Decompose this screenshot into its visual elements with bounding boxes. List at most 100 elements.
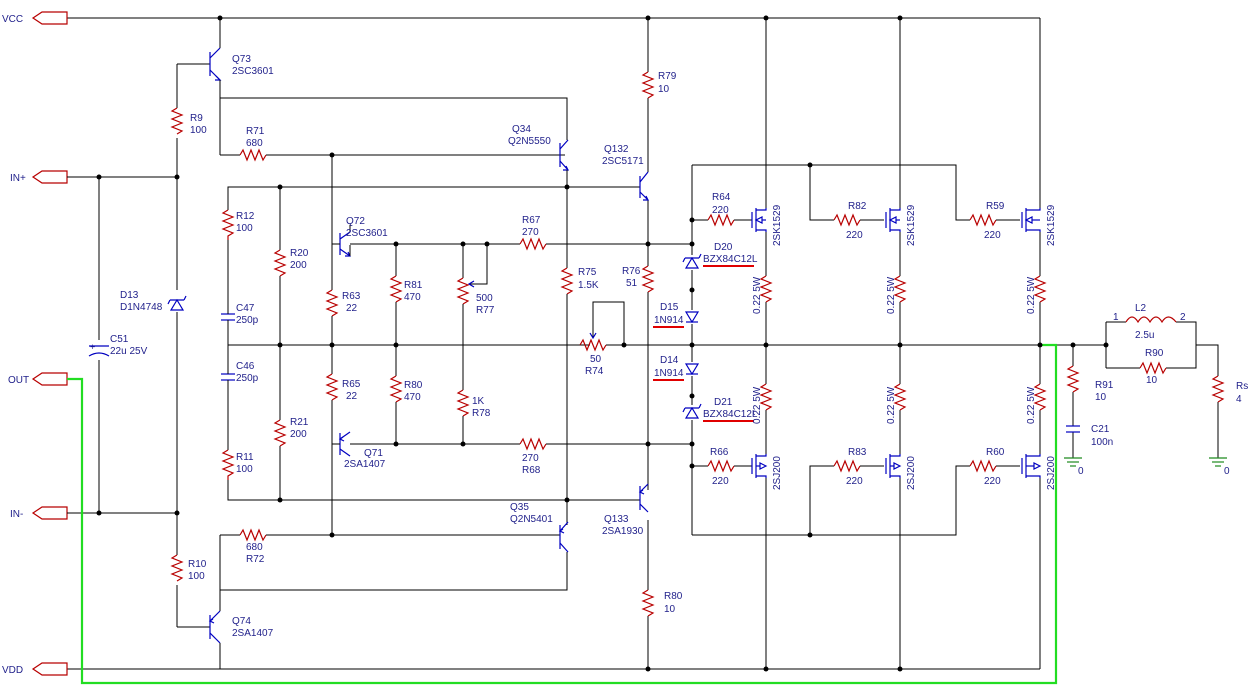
input-wires — [67, 63, 210, 628]
source-resistor-bottom-2: 0.22 5W — [886, 383, 907, 424]
resistor-r90: R90 10 — [1139, 348, 1167, 386]
capacitor-c46: C46 250p — [221, 361, 259, 385]
zener-d21: D21 BZX84C12L — [682, 397, 758, 422]
r10-value: 100 — [188, 571, 205, 582]
q71-value: 2SA1407 — [344, 459, 386, 470]
m-bot3-value: 2SJ200 — [1046, 456, 1057, 490]
ground-symbol-2: 0 — [1209, 457, 1230, 477]
r76-ref: R76 — [622, 266, 641, 277]
transistor-q132: Q132 2SC5171 — [602, 144, 649, 201]
resistor-r71: R71 680 — [220, 126, 565, 162]
rs-bot2-value: 0.22 5W — [886, 386, 897, 424]
d20-value: BZX84C12L — [703, 254, 758, 265]
bias-network-left — [227, 186, 590, 501]
q72-ref: Q72 — [346, 216, 365, 227]
mosfet-bottom-3: 2SJ200 — [1021, 454, 1057, 490]
r20-value: 200 — [290, 260, 307, 271]
c51-value: 22u 25V — [110, 346, 148, 357]
resistor-r66: R66 220 — [707, 447, 752, 487]
d21-ref: D21 — [714, 397, 733, 408]
port-vcc-label: VCC — [2, 14, 23, 25]
transistor-q73: Q73 2SC3601 — [209, 18, 274, 155]
r82-value: 220 — [846, 230, 863, 241]
capacitor-c21: C21 100n — [1066, 424, 1113, 448]
port-vcc: VCC — [2, 11, 68, 25]
resistor-r10: R10 100 — [170, 554, 207, 582]
r63-ref: R63 — [342, 291, 361, 302]
rs-top2-value: 0.22 5W — [886, 276, 897, 314]
r11-value: 100 — [236, 464, 253, 475]
capacitor-c47: C47 250p — [221, 303, 259, 326]
r68-value: 270 — [522, 453, 539, 464]
r59-value: 220 — [984, 230, 1001, 241]
c46-value: 250p — [236, 373, 259, 384]
resistor-r80-470: R80 470 — [389, 345, 423, 444]
r79-ref: R79 — [658, 71, 677, 82]
l2-ref: L2 — [1135, 303, 1147, 314]
d13-value: D1N4748 — [120, 302, 163, 313]
r81-ref: R81 — [404, 280, 423, 291]
q35-value: Q2N5401 — [510, 514, 553, 525]
transistor-q35: Q35 Q2N5401 — [510, 502, 569, 590]
r63-value: 22 — [346, 303, 358, 314]
resistor-r9: R9 100 — [170, 107, 207, 136]
q133-value: 2SA1930 — [602, 526, 644, 537]
inductor-l2: L2 1 2 2.5u — [1113, 303, 1186, 341]
r60-ref: R60 — [986, 447, 1005, 458]
r83-value: 220 — [846, 476, 863, 487]
port-out: OUT — [8, 372, 68, 386]
gnd1-label: 0 — [1078, 466, 1084, 477]
resistor-r72: 680 R72 — [220, 528, 560, 565]
source-resistor-bottom-3: 0.22 5W — [1026, 383, 1047, 424]
r66-value: 220 — [712, 476, 729, 487]
r65-ref: R65 — [342, 379, 361, 390]
zener-d20: D20 BZX84C12L — [682, 242, 758, 269]
resistor-r64: R64 220 — [707, 192, 752, 227]
d14-ref: D14 — [660, 355, 679, 366]
r77-value: 500 — [476, 293, 493, 304]
ground-symbol-1: 0 — [1064, 457, 1084, 477]
r80b-ref: R80 — [664, 591, 683, 602]
m-top3-value: 2SK1529 — [1046, 204, 1057, 246]
gnd2-label: 0 — [1224, 466, 1230, 477]
l2-value: 2.5u — [1135, 330, 1154, 341]
d14-value: 1N914 — [654, 368, 684, 379]
port-in-minus: IN- — [10, 506, 68, 520]
resistor-r67: R67 270 — [519, 215, 648, 251]
r90-ref: R90 — [1145, 348, 1164, 359]
transistor-q133: Q133 2SA1930 — [602, 483, 649, 537]
source-resistor-top-2: 0.22 5W — [886, 275, 907, 314]
r60-value: 220 — [984, 476, 1001, 487]
r67-value: 270 — [522, 227, 539, 238]
r9-ref: R9 — [190, 113, 203, 124]
resistor-r91: R91 10 — [1066, 365, 1114, 403]
r76-value: 51 — [626, 278, 638, 289]
r78-value: 1K — [472, 396, 485, 407]
r77-ref: R77 — [476, 305, 495, 316]
m-bot1-value: 2SJ200 — [772, 456, 783, 490]
port-vdd-label: VDD — [2, 665, 23, 676]
r83-ref: R83 — [848, 447, 867, 458]
port-in-minus-label: IN- — [10, 509, 23, 520]
diode-d14: D14 1N914 — [653, 355, 700, 381]
q35-ref: Q35 — [510, 502, 529, 513]
d13-ref: D13 — [120, 290, 139, 301]
r59-ref: R59 — [986, 201, 1005, 212]
capacitor-c51: + C51 22u 25V — [88, 334, 148, 357]
q34-ref: Q34 — [512, 124, 531, 135]
r75-value: 1.5K — [578, 280, 599, 291]
l2-pin1: 1 — [1113, 312, 1119, 323]
r71-ref: R71 — [246, 126, 265, 137]
mosfet-bottom-1: 2SJ200 — [751, 454, 783, 490]
r10-ref: R10 — [188, 559, 207, 570]
junction-dots — [96, 15, 1109, 672]
gate-drive-wires — [648, 164, 970, 536]
resistor-r68: 270 R68 — [519, 437, 648, 476]
r78-ref: R78 — [472, 408, 491, 419]
resistor-r59: R59 220 — [969, 201, 1020, 241]
resistor-r11: R11 100 — [221, 449, 254, 480]
q132-ref: Q132 — [604, 144, 629, 155]
r66-ref: R66 — [710, 447, 729, 458]
rs-top3-value: 0.22 5W — [1026, 276, 1037, 314]
